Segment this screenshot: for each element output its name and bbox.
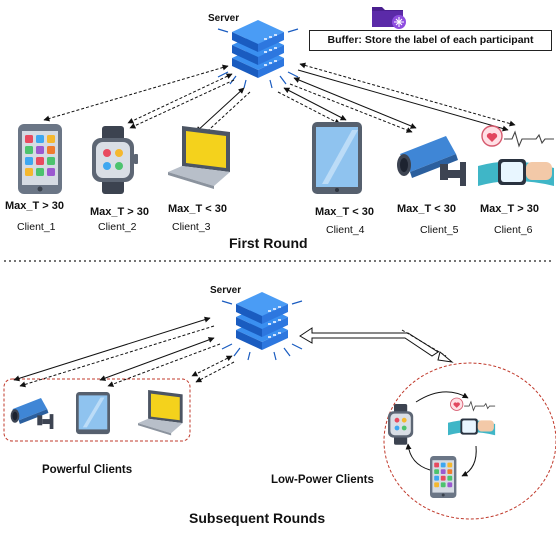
- client-4-condition: Max_T < 30: [315, 206, 375, 218]
- tablet-icon: [312, 122, 362, 194]
- security-camera-icon: [10, 398, 54, 429]
- folder-icon: [372, 7, 406, 29]
- client-4-name: Client_4: [326, 224, 365, 236]
- smartwatch-icon: [92, 126, 138, 194]
- smartphone-icon: [430, 456, 457, 498]
- server-label-bottom: Server: [210, 285, 242, 296]
- powerful-clients-label: Powerful Clients: [42, 464, 133, 476]
- client-3-condition: Max_T < 30: [168, 203, 228, 215]
- smartphone-icon: [18, 124, 62, 194]
- client-1-condition: Max_T > 30: [5, 200, 65, 212]
- server-bottom: [221, 291, 303, 361]
- low-power-clients-group: [383, 362, 556, 520]
- subsequent-round-arrows: [13, 316, 235, 388]
- laptop-icon: [138, 390, 183, 436]
- low-power-link-arrow: [299, 327, 454, 363]
- client-5-name: Client_5: [420, 224, 459, 236]
- client-2-condition: Max_T > 30: [90, 206, 150, 218]
- buffer-label: Buffer: Store the label of each particip…: [309, 30, 552, 51]
- client-6-condition: Max_T > 30: [480, 203, 540, 215]
- tablet-icon: [76, 392, 110, 435]
- low-power-clients-label: Low-Power Clients: [271, 474, 374, 486]
- first-round-title: First Round: [229, 235, 308, 251]
- first-round-arrows: [43, 62, 516, 139]
- client-1-name: Client_1: [17, 221, 56, 233]
- smartwatch-icon: [388, 404, 414, 445]
- laptop-icon: [168, 126, 230, 189]
- subsequent-rounds-title: Subsequent Rounds: [189, 510, 326, 526]
- client-6-name: Client_6: [494, 224, 533, 236]
- fitness-band-icon: [478, 125, 554, 186]
- security-camera-icon: [397, 136, 466, 186]
- low-power-cycle-arrows: [405, 391, 477, 477]
- server-label-top: Server: [208, 13, 240, 24]
- client-5-condition: Max_T < 30: [397, 203, 457, 215]
- server-top: [217, 19, 299, 89]
- client-3-name: Client_3: [172, 221, 211, 233]
- fitness-band-icon: [448, 397, 496, 436]
- client-2-name: Client_2: [98, 221, 137, 233]
